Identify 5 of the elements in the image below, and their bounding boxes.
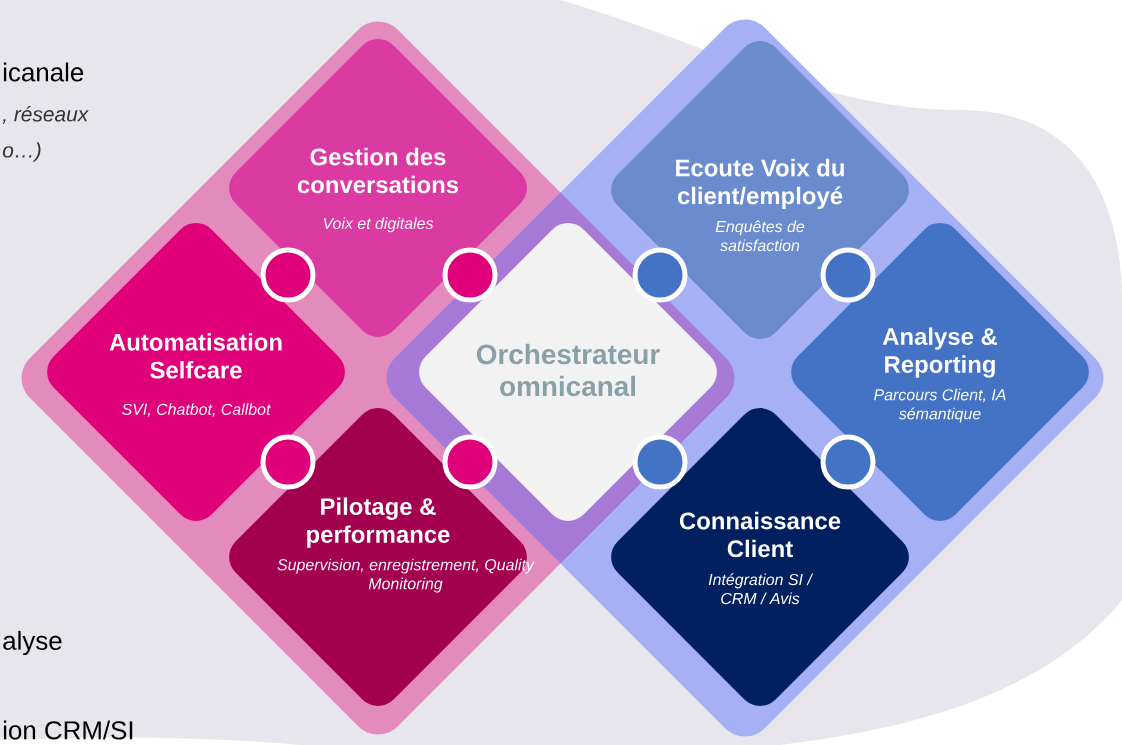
side-label: o…)	[2, 142, 41, 162]
side-label: , réseaux	[2, 105, 89, 125]
side-label: ion CRM/SI	[3, 720, 133, 740]
side-label: alyse	[3, 630, 62, 656]
side-label: icanale	[3, 62, 84, 82]
